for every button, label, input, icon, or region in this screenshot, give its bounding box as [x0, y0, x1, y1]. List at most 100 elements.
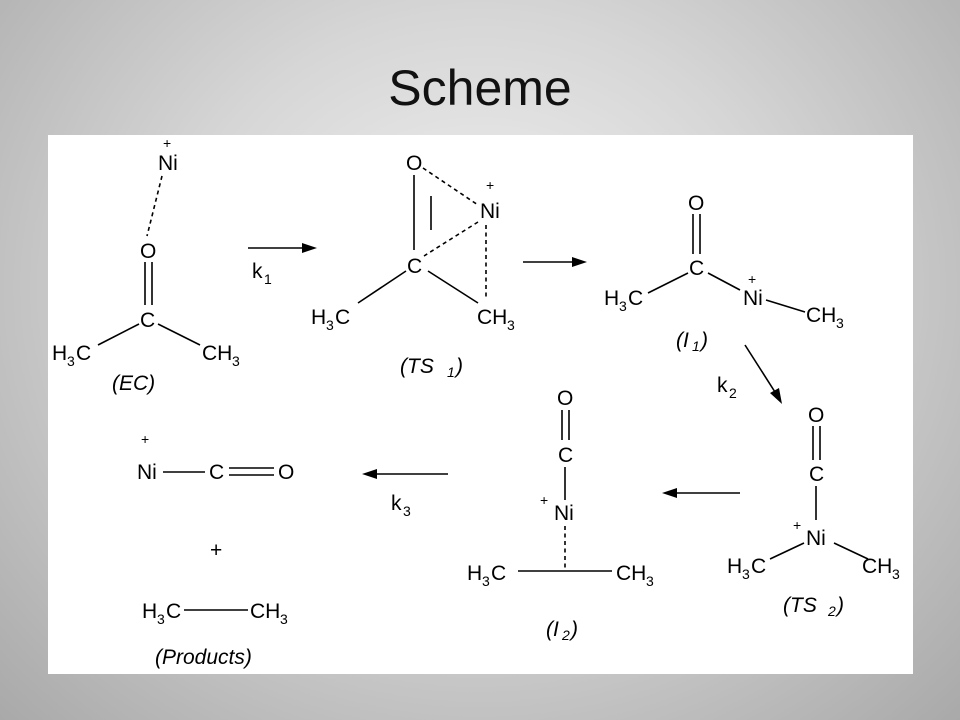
ni-atom: Ni [806, 527, 826, 550]
h3c-group: H 3 C [727, 555, 766, 582]
arrow-k3: k 3 [362, 469, 448, 519]
ts1-structure: O + Ni C H 3 C CH 3 (TS 1 ) [311, 152, 515, 380]
svg-text:C: C [76, 342, 91, 365]
svg-text:3: 3 [742, 566, 750, 582]
svg-text:CH: CH [477, 306, 507, 329]
svg-text:C: C [751, 555, 766, 578]
svg-text:H: H [727, 555, 742, 578]
svg-text:3: 3 [619, 298, 627, 314]
svg-text:3: 3 [157, 611, 165, 627]
h3c-group: H 3 C [311, 306, 350, 333]
products-plus: + [210, 539, 222, 562]
svg-text:(TS: (TS [783, 594, 817, 617]
svg-text:3: 3 [507, 317, 515, 333]
ni-charge: + [486, 177, 494, 193]
ts1-label: (TS 1 ) [400, 355, 463, 380]
svg-text:C: C [491, 562, 506, 585]
ec-complex: + Ni O C H 3 C CH 3 (EC) [52, 135, 240, 395]
svg-text:CH: CH [202, 342, 232, 365]
ec-label: (EC) [112, 372, 155, 395]
svg-text:H: H [467, 562, 482, 585]
arrow-k1: k 1 [248, 243, 317, 287]
ni-charge: + [793, 517, 801, 533]
svg-text:3: 3 [232, 353, 240, 369]
svg-text:): ) [834, 594, 844, 617]
arrow-k2: k 2 [717, 344, 782, 404]
svg-text:): ) [453, 355, 463, 378]
svg-text:H: H [142, 600, 157, 623]
svg-text:3: 3 [892, 566, 900, 582]
svg-text:(TS: (TS [400, 355, 434, 378]
ni-o-dashed-bond [146, 175, 163, 237]
products: + Ni C O + H 3 C CH 3 (Products) [137, 431, 294, 669]
ethane-h3c-group: H 3 C [142, 600, 181, 627]
ni-c-dashed-bond [423, 221, 479, 257]
h3c-group: H 3 C [467, 562, 506, 589]
svg-text:): ) [698, 329, 708, 352]
ni-charge: + [141, 431, 149, 447]
svg-text:3: 3 [326, 317, 334, 333]
svg-text:H: H [52, 342, 67, 365]
i2-intermediate: O C + Ni H 3 C CH 3 (I 2 ) [467, 387, 654, 643]
arrow-ts1-to-i1 [523, 257, 587, 267]
c-ch3-bond-left [357, 270, 407, 304]
h3c-group-left: H 3 C [52, 342, 91, 369]
svg-text:C: C [335, 306, 350, 329]
c-atom: C [689, 257, 704, 280]
ni-atom: Ni [480, 200, 500, 223]
svg-text:H: H [311, 306, 326, 329]
o-atom: O [557, 387, 573, 410]
ni-charge: + [540, 492, 548, 508]
slide-title: Scheme [388, 60, 572, 116]
svg-text:C: C [628, 287, 643, 310]
c-atom: C [407, 255, 422, 278]
ni-ch3-bond-left [769, 542, 805, 560]
svg-text:CH: CH [806, 304, 836, 327]
o-atom: O [406, 152, 422, 175]
ch3-group: CH 3 [477, 306, 515, 333]
ch3-group: CH 3 [616, 562, 654, 589]
svg-text:1: 1 [692, 338, 700, 354]
svg-text:1: 1 [264, 271, 272, 287]
svg-text:C: C [166, 600, 181, 623]
c-ni-bond [707, 272, 741, 291]
svg-text:): ) [568, 618, 578, 641]
ni-atom: Ni [158, 152, 178, 175]
h3c-group: H 3 C [604, 287, 643, 314]
ni-atom: Ni [137, 461, 157, 484]
products-label: (Products) [155, 646, 252, 669]
svg-text:k: k [717, 374, 728, 397]
o-atom: O [278, 461, 294, 484]
ch3-group-right: CH 3 [202, 342, 240, 369]
svg-text:2: 2 [561, 627, 570, 643]
c-ch3-bond-right [157, 323, 201, 346]
svg-text:3: 3 [403, 503, 411, 519]
ethane-ch3-group: CH 3 [250, 600, 288, 627]
c-ch3-bond [647, 272, 689, 294]
svg-text:3: 3 [646, 573, 654, 589]
i2-label: (I 2 ) [546, 618, 578, 643]
svg-text:CH: CH [862, 555, 892, 578]
ch3-group: CH 3 [806, 304, 844, 331]
o-ni-dashed-bond [422, 167, 479, 206]
svg-text:H: H [604, 287, 619, 310]
ni-ch3-bond-right [833, 542, 869, 560]
ch3-group: CH 3 [862, 555, 900, 582]
svg-text:3: 3 [482, 573, 490, 589]
svg-text:1: 1 [447, 364, 455, 380]
c-ch3-bond-left [97, 323, 140, 346]
svg-text:3: 3 [67, 353, 75, 369]
ni-charge: + [163, 135, 171, 151]
ni-atom: Ni [743, 287, 763, 310]
svg-text:2: 2 [827, 603, 836, 619]
c-atom: C [558, 444, 573, 467]
ni-ch3-bond [765, 299, 806, 313]
svg-text:3: 3 [280, 611, 288, 627]
svg-text:3: 3 [836, 315, 844, 331]
c-ch3-bond-right [427, 270, 479, 304]
c-atom: C [809, 463, 824, 486]
arrow-ts2-to-i2 [662, 488, 740, 498]
ni-charge: + [748, 271, 756, 287]
svg-text:CH: CH [250, 600, 280, 623]
